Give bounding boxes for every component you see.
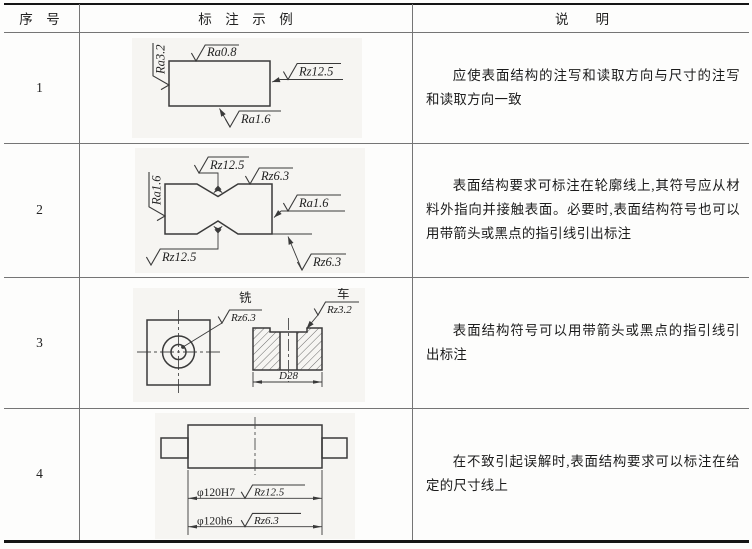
surface-symbol-right: Ra1.6 [273,194,345,218]
row-divider-2 [4,277,749,278]
row-1-number: 1 [36,79,43,95]
surface-symbol-bottom-label: Ra1.6 [240,112,271,126]
surface-symbol-turn: 车 Rz3.2 [306,288,359,329]
shaft-right-hatched [321,437,348,459]
example-diagram-3: 铣 Rz6.3 车 Rz3.2 D28 [133,288,365,402]
surface-symbol-top-right-label: Rz6.3 [260,169,289,183]
row-2-number: 2 [36,202,43,217]
surface-symbol-mill: 铣 Rz6.3 [217,291,262,325]
hatch-left [253,328,280,370]
surface-symbol-right-label: Ra1.6 [298,196,329,210]
row-3-number: 3 [36,334,43,350]
surface-symbol-top-left-label: Rz12.5 [209,158,244,172]
row-3-description: 表面结构符号可以用带箭头或黑点的指引线引出标注 [412,277,752,408]
surface-symbol-bottom-right: Rz6.3 [287,236,346,272]
row-1-description-text: 应使表面结构的注写和读取方向与尺寸的注写和读取方向一致 [426,67,740,107]
hatch-right [297,328,322,370]
surface-symbol-left-label: Ra1.6 [150,175,164,206]
column-divider-2 [412,4,413,540]
part-outline [164,183,273,235]
process-mill-label: 铣 [239,291,252,305]
table-top-border [4,3,749,5]
header-col-desc: 说 明 [555,12,609,27]
process-turn-label: 车 [337,288,350,301]
section-view [252,318,323,382]
part-outline [146,319,211,386]
mill-value-label: Rz6.3 [230,312,256,324]
row-2-description-text: 表面结构要求可标注在轮廓线上,其符号应从材料外指向并接触表面。必要时,表面结构符… [426,178,740,241]
surface-symbol-bottom-right-label: Rz6.3 [312,255,341,269]
extension-lines [187,470,323,535]
example-diagram-1: Ra0.8 Ra3.2 Rz12.5 Ra1.6 [132,38,362,138]
surface-symbol-top-left: Rz12.5 [193,156,249,194]
surface-symbol-bottom-left: Rz12.5 [145,225,223,267]
dimension-label: D28 [278,370,298,382]
surface-symbol-left-label: Ra3.2 [154,44,168,75]
hole-circle-inner [170,343,187,361]
table-bottom-border [4,540,749,543]
hole-walls [279,332,298,370]
dimension-1-label: φ120H7 [197,487,235,499]
surface-symbol-right-label: Rz12.5 [298,65,333,79]
header-divider [4,32,749,33]
row-4-description: 在不致引起误解时,表面结构要求可以标注在给定的尺寸线上 [412,408,752,539]
row-divider-3 [4,408,749,409]
dimension-2: φ120h6 Rz6.3 [188,512,322,529]
row-2-description: 表面结构要求可标注在轮廓线上,其符号应从材料外指向并接触表面。必要时,表面结构符… [412,143,752,277]
surface-symbol-top-right: Rz6.3 [244,167,293,186]
leader-line [182,322,223,348]
example-diagram-2: Rz12.5 Rz6.3 Ra1.6 Ra1.6 Rz12.5 [135,148,365,273]
surface-symbol-left: Ra1.6 [148,172,167,222]
surface-symbol-bottom-left-label: Rz12.5 [161,250,196,264]
row-4-description-text: 在不致引起误解时,表面结构要求可以标注在给定的尺寸线上 [426,453,740,493]
row-3-description-text: 表面结构符号可以用带箭头或黑点的指引线引出标注 [426,322,740,362]
example-diagram-4: φ120H7 Rz12.5 φ120h6 Rz6.3 [155,413,355,539]
hole-circle-outer [161,335,196,369]
surface-symbol-top-label: Ra0.8 [206,45,237,59]
header-col-no: 序 号 [19,12,60,27]
turn-value-label: Rz3.2 [326,304,352,316]
row-4-number: 4 [36,465,43,481]
dimension-1-roughness: Rz12.5 [253,487,285,499]
header-col-example: 标 注 示 例 [198,12,293,27]
extension-lines [252,372,323,387]
surface-symbol-bottom: Ra1.6 [219,108,281,129]
row-1-description: 应使表面结构的注写和读取方向与尺寸的注写和读取方向一致 [412,32,752,143]
row-divider-1 [4,143,749,144]
dimension-2-label: φ120h6 [197,515,233,527]
front-view [137,310,223,395]
dimension-2-roughness: Rz6.3 [253,515,279,527]
shaft-left-hatched [160,437,189,459]
dimension-d28: D28 [252,370,323,387]
surface-symbol-top: Ra0.8 [190,44,239,63]
dimension-1: φ120H7 Rz12.5 [188,484,322,501]
column-divider-1 [79,4,80,540]
part-views [160,417,348,475]
surface-symbol-right: Rz12.5 [271,62,343,83]
part-outline [168,60,271,107]
surface-symbol-left: Ra3.2 [152,43,171,91]
